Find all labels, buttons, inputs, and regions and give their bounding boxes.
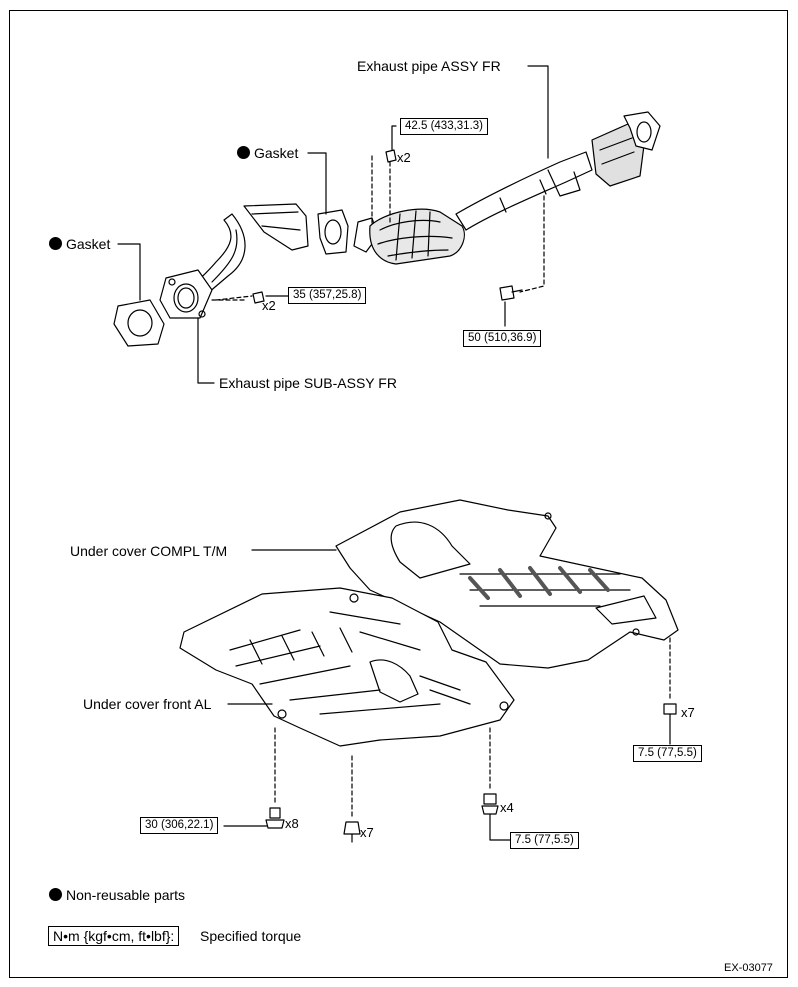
- non-reusable-dot-icon: [49, 888, 62, 901]
- quantity-right-bolt: x7: [681, 705, 695, 720]
- torque-label-30: 30 (306,22.1): [140, 817, 219, 834]
- lower-fastener-drawings: [265, 703, 677, 843]
- leader-lines-upper: [117, 65, 549, 384]
- gasket-upper-text: Gasket: [254, 145, 299, 161]
- exhaust-pipe-sub-assy-fr-drawing: [159, 203, 309, 319]
- legend-non-reusable-text: Non-reusable parts: [66, 887, 186, 903]
- fastener-drawings: [252, 149, 523, 304]
- quantity-center-bolt: x4: [500, 800, 514, 815]
- quantity-left-bolt: x8: [285, 816, 299, 831]
- legend-torque-units: N•m {kgf•cm, ft•lbf}:: [48, 926, 180, 946]
- torque-label-50: 50 (510,36.9): [463, 330, 542, 347]
- legend-torque-desc: Specified torque: [200, 928, 302, 944]
- under-cover-front-label: Under cover front AL: [83, 696, 212, 712]
- torque-label-7-5-right: 7.5 (77,5.5): [633, 745, 702, 762]
- exhaust-pipe-assy-fr-drawing: [353, 111, 661, 265]
- legend-non-reusable: Non-reusable parts: [49, 887, 185, 903]
- quantity-upper-nut: x2: [397, 150, 411, 165]
- torque-label-35: 35 (357,25.8): [288, 287, 367, 304]
- exhaust-pipe-assy-fr-label: Exhaust pipe ASSY FR: [357, 58, 501, 74]
- gasket-upper-label: Gasket: [237, 145, 298, 161]
- under-cover-front-drawing: [179, 587, 515, 747]
- gasket-lower-text: Gasket: [66, 236, 111, 252]
- leader-lines-lower: [223, 549, 671, 841]
- gasket-lower-label: Gasket: [49, 236, 110, 252]
- torque-label-42-5: 42.5 (433,31.3): [400, 118, 489, 135]
- gasket-upper-drawing: [317, 209, 349, 255]
- diagram-frame: [9, 10, 788, 978]
- torque-label-7-5-center: 7.5 (77,5.5): [510, 832, 579, 849]
- non-reusable-dot-icon: [49, 237, 62, 250]
- gasket-lower-drawing: [113, 299, 165, 347]
- non-reusable-dot-icon: [237, 146, 250, 159]
- quantity-clip: x7: [360, 825, 374, 840]
- quantity-flange-nut: x2: [262, 298, 276, 313]
- under-cover-compl-label: Under cover COMPL T/M: [70, 543, 228, 559]
- figure-id: EX-03077: [724, 962, 773, 974]
- exhaust-pipe-sub-assy-fr-label: Exhaust pipe SUB-ASSY FR: [219, 375, 397, 391]
- under-cover-compl-drawing: [335, 499, 679, 669]
